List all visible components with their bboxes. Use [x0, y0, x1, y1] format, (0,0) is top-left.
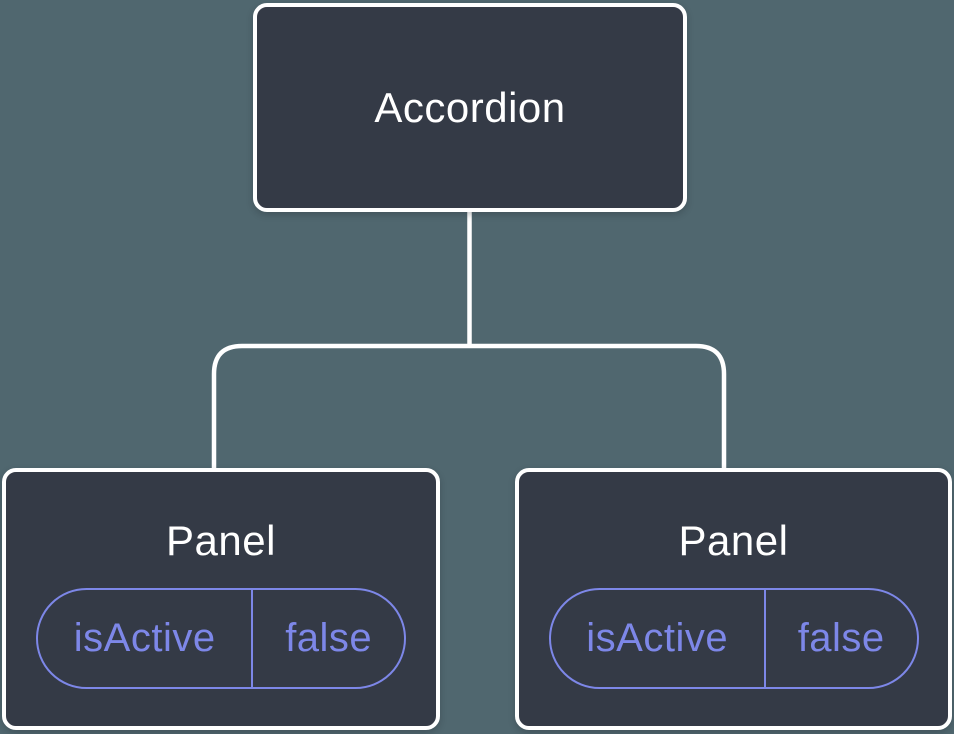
state-value: false	[285, 616, 373, 660]
connector-bracket	[211, 343, 727, 470]
panel-node-label: Panel	[166, 517, 276, 564]
panel-node: Panel isActive false	[2, 468, 440, 730]
state-pill: isActive false	[36, 588, 406, 689]
state-pill-divider	[251, 590, 254, 687]
accordion-node-label: Accordion	[374, 83, 566, 131]
accordion-node: Accordion	[253, 3, 687, 212]
state-key: isActive	[586, 616, 729, 660]
panel-node-label: Panel	[678, 517, 789, 564]
panel-node: Panel isActive false	[515, 468, 952, 730]
state-pill-divider	[763, 590, 766, 687]
state-pill: isActive false	[548, 588, 919, 689]
state-key: isActive	[73, 616, 216, 660]
state-value: false	[797, 616, 885, 660]
